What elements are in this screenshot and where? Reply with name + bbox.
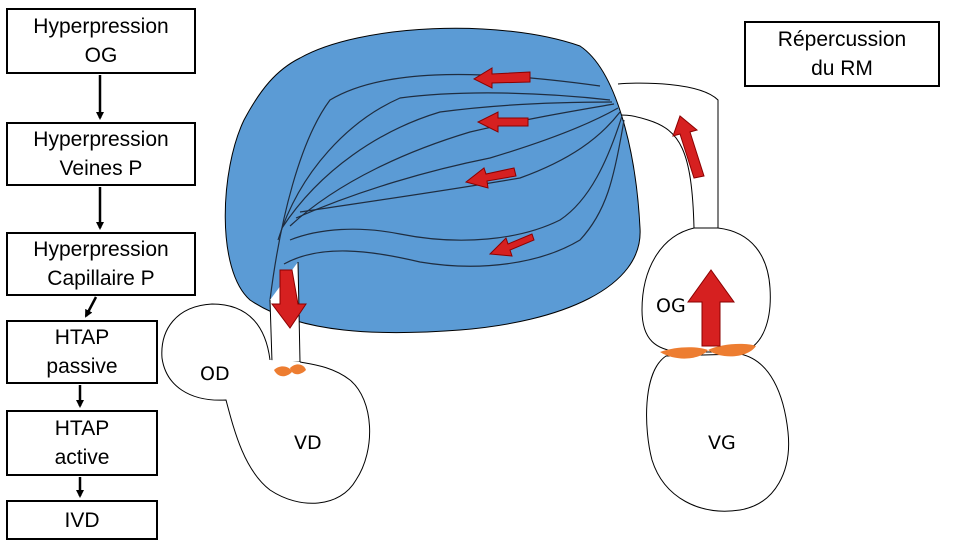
mitral-valve-left — [660, 347, 708, 359]
pulmonary-valve-right — [290, 364, 306, 375]
arrow-pulmonary-artery-down — [271, 269, 307, 329]
lung-vessels — [269, 73, 625, 301]
box-htap-passive: HTAP passive — [6, 320, 158, 384]
arrow-lung-1 — [472, 67, 531, 89]
label-og: OG — [656, 295, 686, 317]
arrow-mitral-regurgitation — [687, 269, 735, 347]
box-hyperpression-og: Hyperpression OG — [6, 8, 196, 74]
arrow-pulmonary-vein-up — [672, 115, 705, 179]
valves — [274, 343, 756, 377]
arrow-lung-3 — [464, 167, 517, 189]
flow-arrows — [271, 67, 735, 347]
box-htap-active: HTAP active — [6, 410, 158, 476]
box-ivd: IVD — [6, 500, 158, 540]
right-heart-od-vd — [161, 303, 371, 504]
label-vg: VG — [708, 432, 736, 454]
left-ventricle-vg — [646, 353, 790, 512]
arrow-lung-2 — [476, 111, 529, 133]
pulmonary-valve-left — [274, 366, 292, 377]
mitral-valve-right — [708, 343, 756, 357]
lung-blob — [224, 27, 641, 334]
box-repercussion-rm: Répercussion du RM — [744, 21, 940, 87]
label-vd: VD — [294, 432, 322, 454]
box-hyperpression-capillaire-p: Hyperpression Capillaire P — [6, 232, 196, 296]
arrow-lung-4 — [488, 233, 535, 257]
connector-3 — [84, 296, 98, 318]
flow-connectors — [76, 75, 104, 498]
label-od: OD — [200, 363, 230, 385]
box-hyperpression-veines-p: Hyperpression Veines P — [6, 122, 196, 186]
